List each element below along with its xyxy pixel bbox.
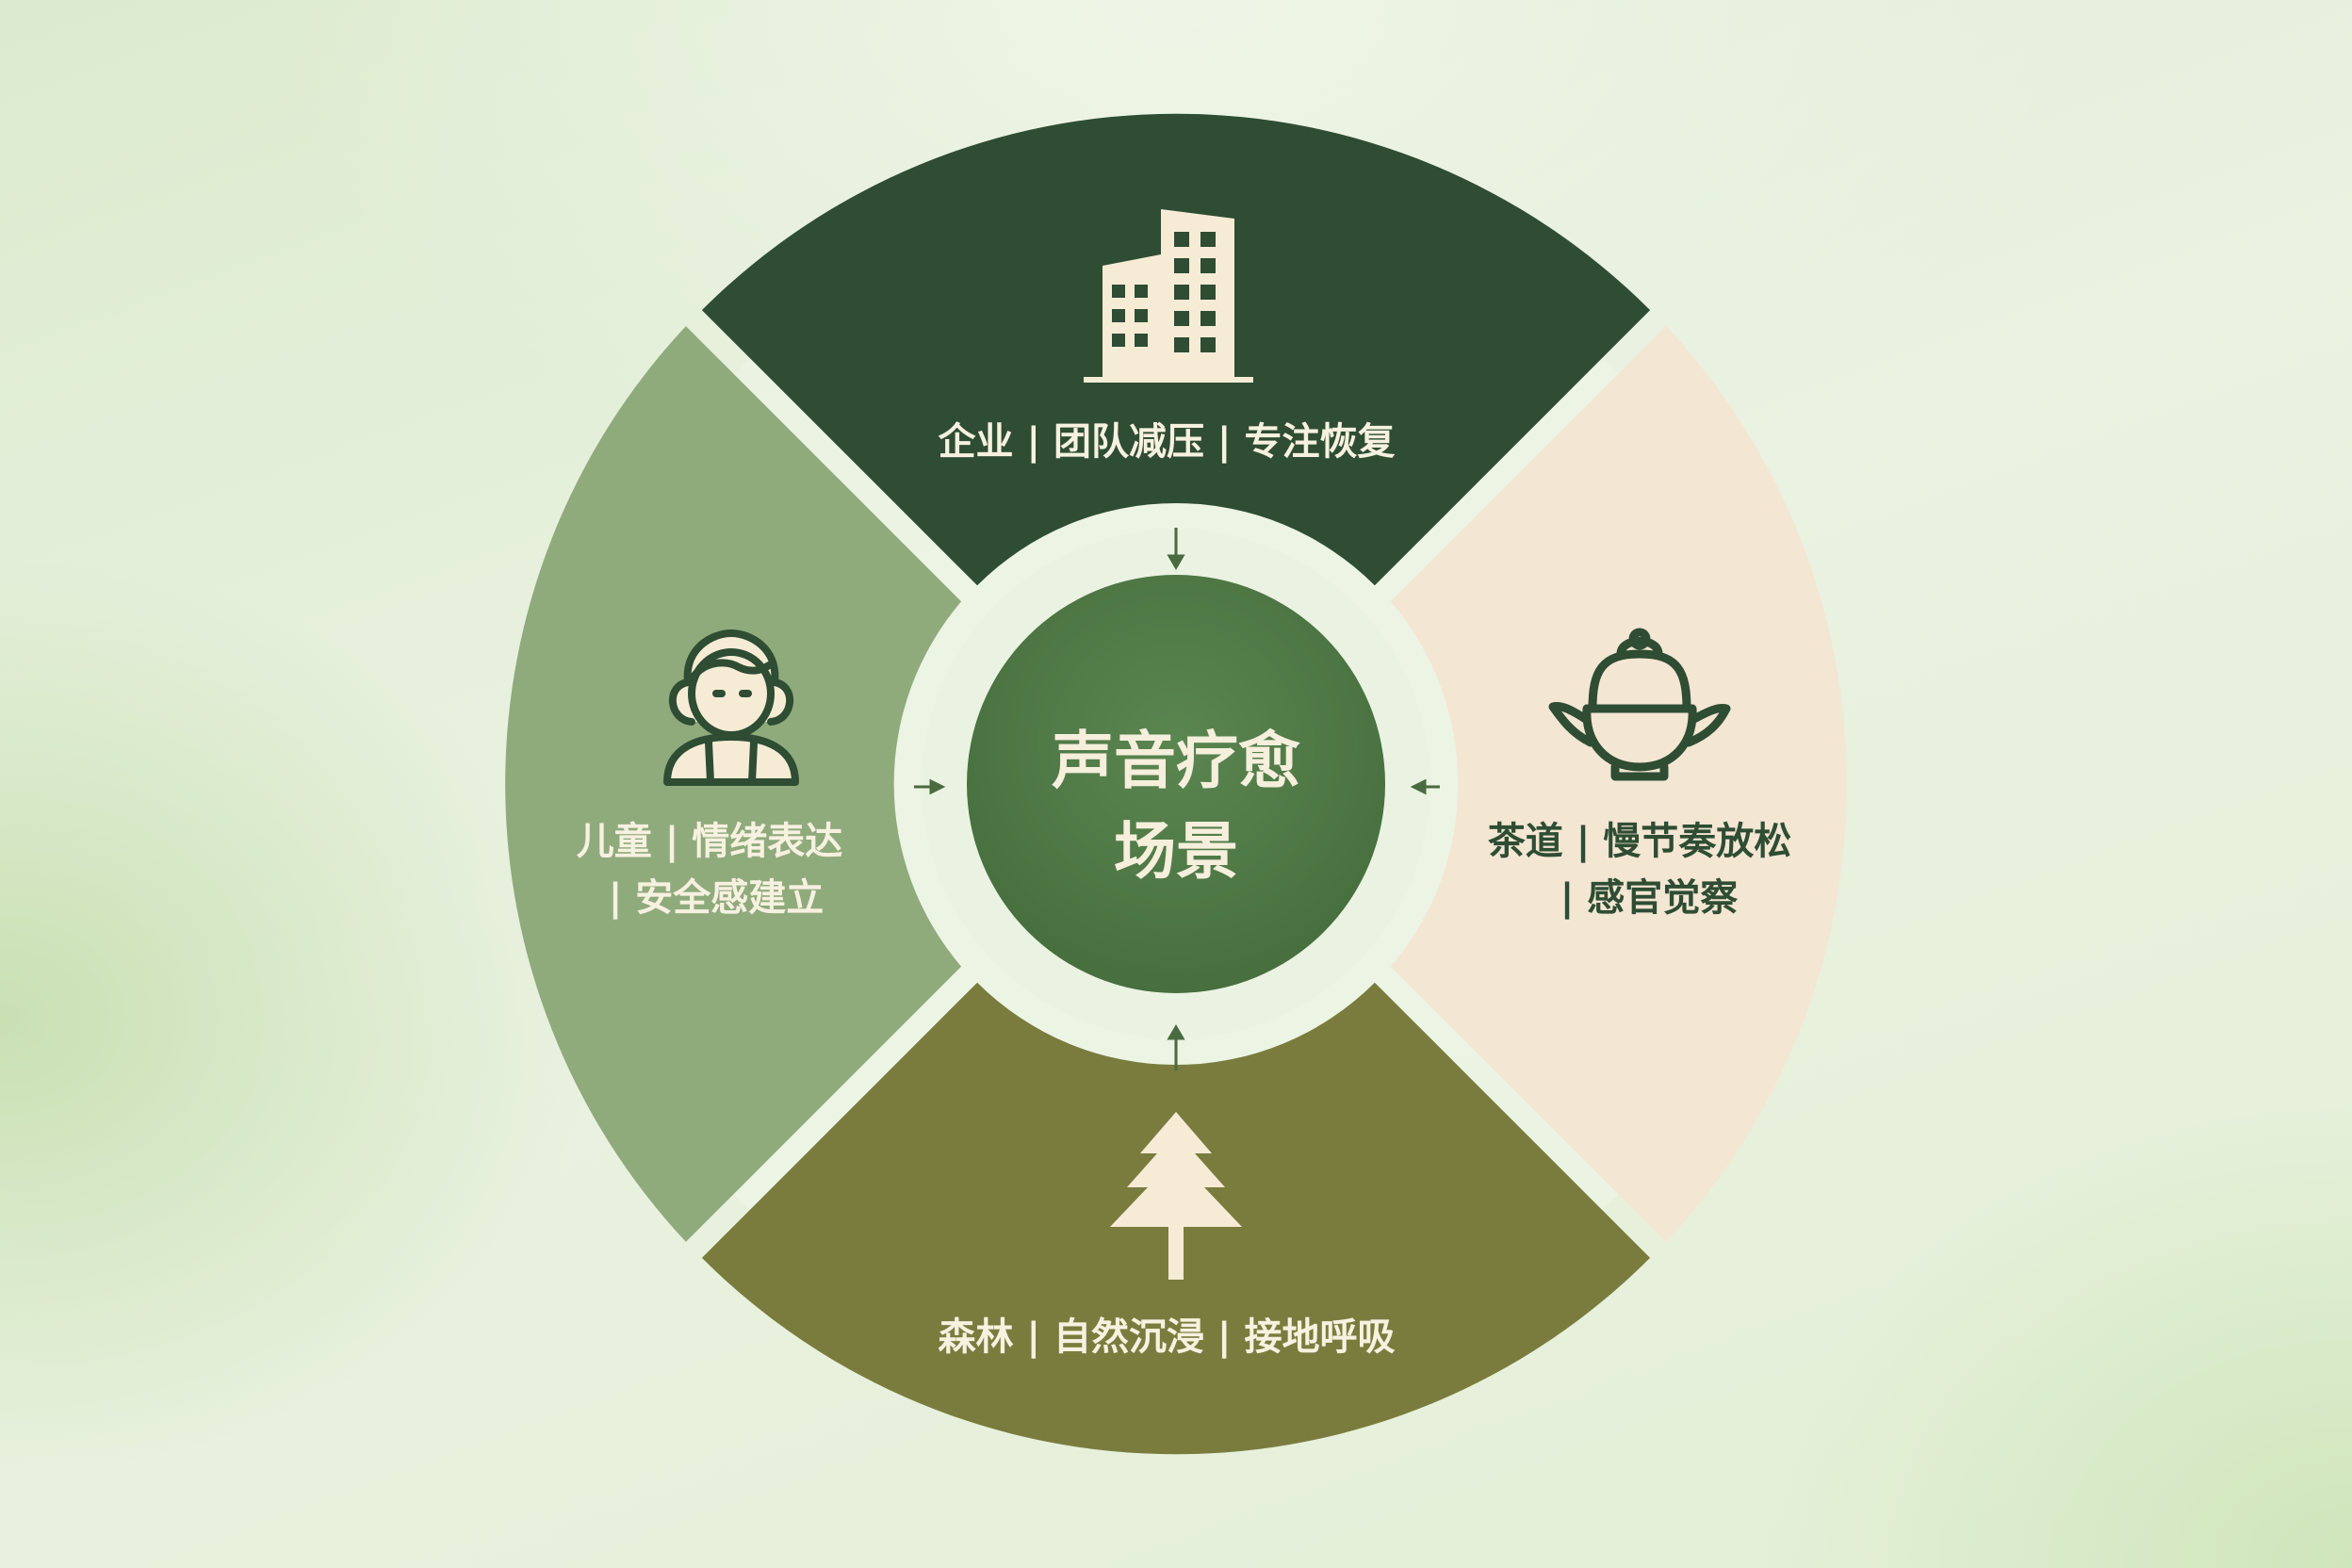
segment-tea-label-line1: 茶道 | 慢节奏放松 [1488,820,1791,864]
segment-children-label-line2: | 安全感建立 [609,876,825,921]
arrow-left [914,778,946,795]
arrow-right [1410,778,1440,795]
segment-children-label-line1: 儿童 | 情绪表达 [577,820,842,864]
segment-tea-label-line2: | 感官觉察 [1560,876,1739,921]
arrow-top [1167,528,1185,570]
building-icon [1084,209,1253,383]
center-circle [967,575,1385,993]
segment-tea-ceremony [1390,326,1847,1242]
segment-enterprise-label: 企业 | 团队减压 | 专注恢复 [939,420,1396,465]
arrow-bottom [1167,1024,1185,1070]
segment-forest-label: 森林 | 自然沉浸 | 接地呼吸 [939,1315,1396,1360]
tree-icon [1110,1112,1242,1280]
child-icon [663,629,799,786]
center-title-line1: 声音疗愈 [1052,725,1300,797]
teapot-icon [1548,628,1731,781]
center-title-line2: 场景 [1114,815,1238,888]
